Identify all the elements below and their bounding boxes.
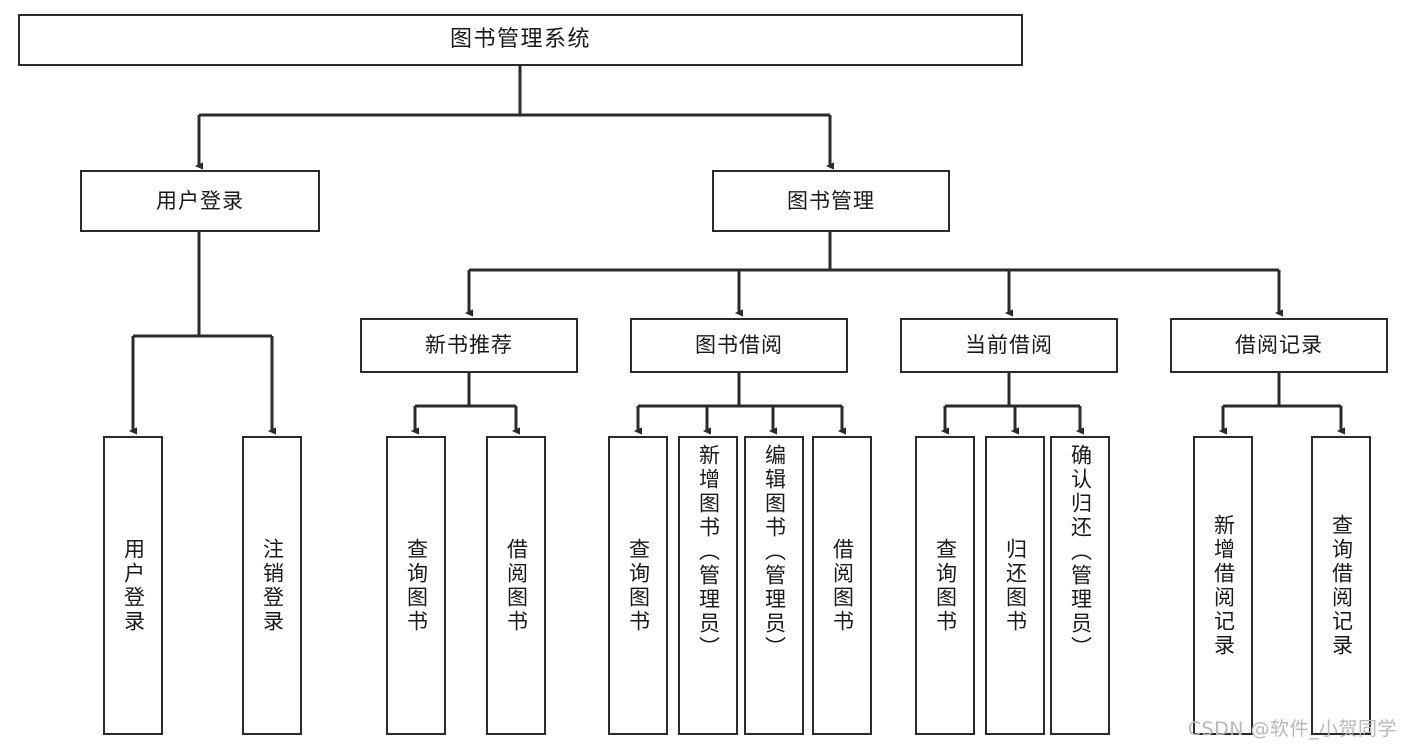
node-label: 查询借阅记录 — [1329, 513, 1354, 658]
leaf-borrow-record-query-record[interactable]: 查询借阅记录 — [1311, 436, 1371, 735]
node-label: 查询图书 — [933, 537, 958, 634]
node-label: 借阅图书 — [504, 537, 529, 634]
node-new-book-recommendation[interactable]: 新书推荐 — [360, 318, 578, 373]
leaf-new-book-borrow-books[interactable]: 借阅图书 — [486, 436, 546, 735]
node-label: 查询图书 — [404, 537, 429, 634]
node-label: 确认归还（管理员） — [1068, 444, 1093, 660]
node-borrowing-records[interactable]: 借阅记录 — [1170, 318, 1388, 373]
leaf-borrow-record-add-record[interactable]: 新增借阅记录 — [1193, 436, 1253, 735]
leaf-book-borrow-add-book-admin[interactable]: 新增图书（管理员） — [678, 436, 738, 735]
node-current-borrowing[interactable]: 当前借阅 — [900, 318, 1118, 373]
leaf-current-borrow-return-books[interactable]: 归还图书 — [985, 436, 1045, 735]
node-label: 借阅记录 — [1235, 333, 1323, 358]
node-user-login[interactable]: 用户登录 — [80, 170, 320, 232]
leaf-book-borrow-edit-book-admin[interactable]: 编辑图书（管理员） — [744, 436, 804, 735]
node-label: 用户登录 — [121, 537, 146, 634]
node-label: 图书管理 — [787, 188, 875, 213]
watermark-text: CSDN @软件_小贺同学 — [1187, 718, 1397, 740]
node-label: 图书管理系统 — [449, 27, 591, 53]
node-book-borrowing[interactable]: 图书借阅 — [630, 318, 848, 373]
node-label: 图书借阅 — [695, 333, 783, 358]
node-label: 当前借阅 — [965, 333, 1053, 358]
node-label: 归还图书 — [1003, 537, 1028, 634]
leaf-book-borrow-query-books[interactable]: 查询图书 — [608, 436, 668, 735]
leaf-current-borrow-query-books[interactable]: 查询图书 — [915, 436, 975, 735]
node-label: 编辑图书（管理员） — [762, 444, 787, 660]
leaf-current-borrow-confirm-return-admin[interactable]: 确认归还（管理员） — [1050, 436, 1110, 735]
node-book-management[interactable]: 图书管理 — [712, 170, 950, 232]
node-label: 用户登录 — [156, 188, 244, 213]
leaf-user-login-signout[interactable]: 注销登录 — [242, 436, 302, 735]
node-root-library-management-system[interactable]: 图书管理系统 — [18, 14, 1023, 66]
node-label: 借阅图书 — [830, 537, 855, 634]
node-label: 新增借阅记录 — [1211, 513, 1236, 658]
leaf-user-login-signin[interactable]: 用户登录 — [103, 436, 163, 735]
leaf-new-book-query-books[interactable]: 查询图书 — [386, 436, 446, 735]
node-label: 新增图书（管理员） — [696, 444, 721, 660]
node-label: 查询图书 — [626, 537, 651, 634]
node-label: 注销登录 — [260, 537, 285, 634]
leaf-book-borrow-borrow-books[interactable]: 借阅图书 — [812, 436, 872, 735]
node-label: 新书推荐 — [425, 333, 513, 358]
